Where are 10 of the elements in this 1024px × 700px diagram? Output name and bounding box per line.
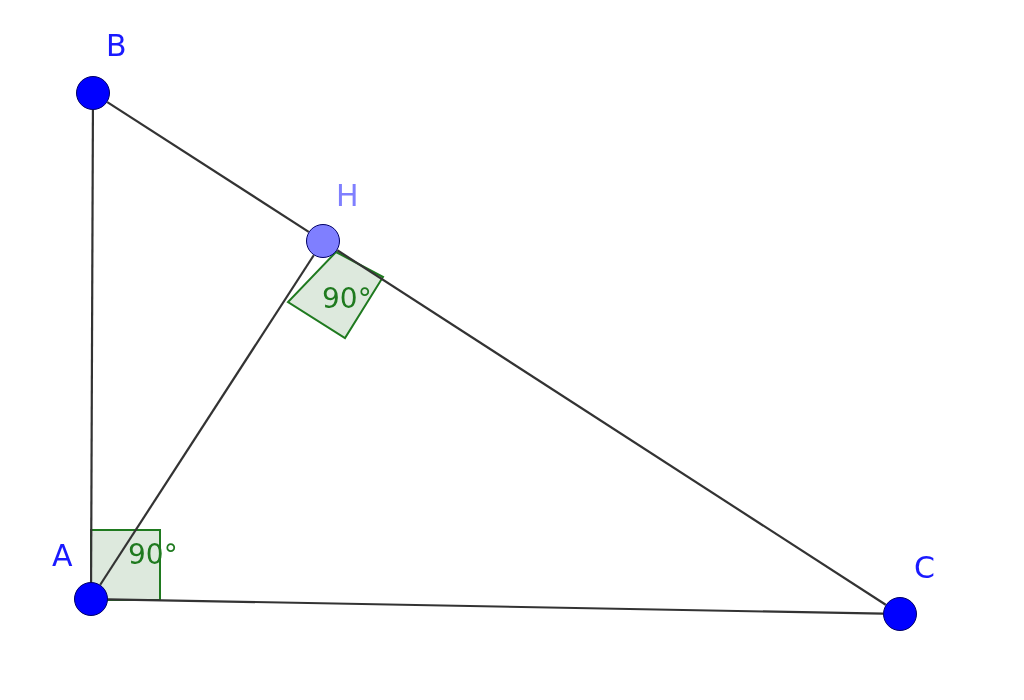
line-segment bbox=[336, 249, 887, 606]
angle-label: 90° bbox=[322, 284, 372, 314]
line-segment bbox=[107, 598, 884, 615]
point-label: C bbox=[914, 552, 935, 584]
line-segment bbox=[99, 254, 315, 586]
point-label: H bbox=[336, 180, 359, 212]
line-segment bbox=[89, 110, 95, 582]
point-label: B bbox=[106, 30, 127, 62]
point-label: A bbox=[52, 540, 73, 572]
line-segment bbox=[106, 101, 310, 233]
